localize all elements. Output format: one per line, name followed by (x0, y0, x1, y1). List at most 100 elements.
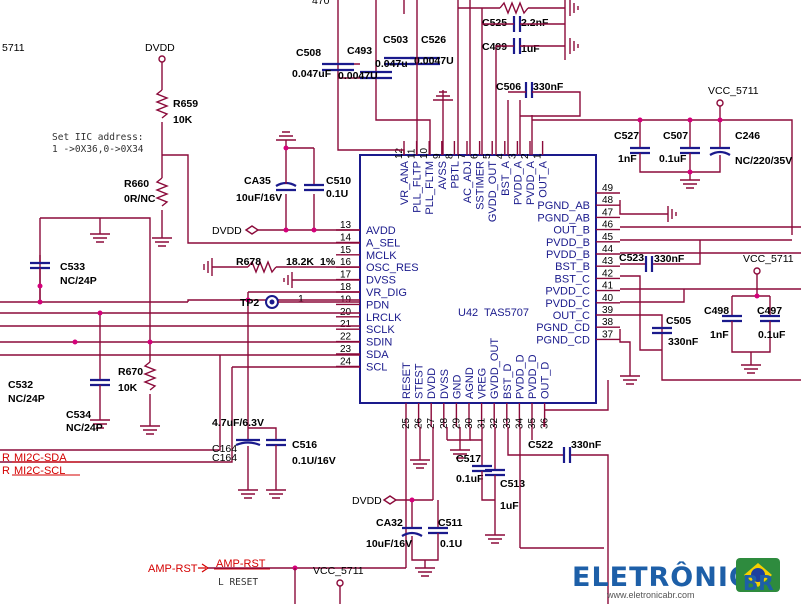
pin-label: SSTIMER (475, 161, 487, 210)
net-amp-rst2: AMP-RST (216, 558, 266, 570)
junction (283, 227, 289, 233)
net-dvdd-bottom: DVDD (352, 495, 382, 507)
cap-c513 (485, 468, 505, 477)
pin-label: VR_ANA (399, 160, 411, 205)
ca35-ref: CA35 (244, 175, 271, 187)
c517-value: 0.1uF (456, 473, 484, 485)
junction (37, 299, 43, 305)
pin-label: VREG (477, 368, 489, 399)
c534-value: NC/24P (66, 422, 103, 434)
ic-ref: U42 (458, 307, 478, 319)
wire (337, 0, 405, 155)
power-node-vcc (336, 579, 344, 587)
wire (731, 274, 771, 316)
ic-body-u42 (359, 154, 597, 404)
wire (411, 533, 439, 568)
c510-value: 0.1U (326, 188, 348, 200)
power-node-vcc (716, 99, 724, 107)
wire (639, 120, 721, 148)
pin-number: 11 (407, 148, 418, 159)
pin-number: 1 (533, 153, 544, 159)
c164-ref2: C164 (212, 452, 237, 464)
pin-label: OUT_B (553, 225, 590, 237)
pin-number: 7 (457, 153, 468, 159)
pin-label: PVDD_A (512, 160, 524, 205)
c525-value: 2.2nF (521, 17, 549, 29)
pin-label: PGND_CD (536, 334, 590, 346)
net-l-reset: L RESET (218, 577, 258, 588)
net-dvdd-left: DVDD (212, 225, 242, 237)
pin-number: 31 (477, 417, 488, 429)
net-cut-left1: 5711 (2, 42, 25, 54)
pin-label: AVDD (366, 225, 396, 237)
net-underline (12, 461, 80, 476)
cap-c506 (524, 82, 534, 98)
pin-label: AVSS (437, 161, 449, 190)
net-cut-top: 470 (312, 0, 330, 7)
wire (470, 427, 483, 466)
c534-ref: C534 (66, 409, 91, 421)
pin-number: 40 (602, 293, 614, 304)
pin-number: 9 (432, 153, 443, 159)
pin-number: 38 (602, 317, 614, 328)
c499-value: 1uF (521, 43, 540, 55)
pin-label: GND (451, 375, 463, 400)
c508-value: 0.047uF (292, 68, 332, 80)
c507-ref: C507 (663, 130, 688, 142)
r678-value: 18.2K (286, 256, 314, 268)
pin-label: OSC_RES (366, 262, 419, 274)
pin-number: 3 (507, 153, 518, 159)
pin-label: PVDD_D (514, 354, 526, 399)
junction (283, 145, 289, 151)
ground-symbol (741, 364, 761, 374)
ca32-ref: CA32 (376, 517, 403, 529)
ground-symbol (90, 419, 110, 429)
c508-ref: C508 (296, 47, 321, 59)
note-line2: 1 ->0X36,0->0X34 (52, 144, 144, 155)
pin-number: 21 (340, 319, 352, 330)
pin-label: VR_DIG (366, 287, 407, 299)
c498-ref: C498 (704, 305, 729, 317)
pin-label: LRCLK (366, 312, 402, 324)
resistor-r660 (155, 177, 169, 207)
net-frag-r2: R (2, 465, 10, 477)
pin-label: OUT_D (540, 362, 552, 399)
pin-number: 48 (602, 195, 614, 206)
pin-number: 42 (602, 268, 614, 279)
c523-ref: C523 (619, 252, 644, 264)
c164-value: 4.7uF/6.3V (212, 417, 264, 429)
c517-ref: C517 (456, 453, 481, 465)
junction (687, 117, 693, 123)
wire (508, 91, 581, 117)
resistor-r678 (247, 260, 277, 274)
net-vcc-bottom: VCC_5711 (313, 565, 364, 577)
ground-symbol (569, 38, 579, 54)
cap-c164-plate2 (235, 441, 261, 447)
junction (687, 169, 693, 175)
c246-value: NC/220/35V (735, 155, 792, 167)
testpoint-dot (269, 299, 275, 305)
flag-globe-icon (751, 568, 765, 582)
c497-ref: C497 (757, 305, 782, 317)
resistor-r659 (155, 89, 169, 119)
c526-value: 0.0047U (414, 55, 454, 67)
wire (620, 275, 641, 316)
ground-symbol (276, 131, 296, 141)
ground-symbol (680, 179, 700, 189)
pin-number: 24 (340, 356, 352, 367)
c525-ref: C525 (482, 17, 507, 29)
resistor-top (499, 1, 529, 15)
tp2-pin: 1 (298, 293, 304, 305)
pin-number: 34 (514, 417, 525, 429)
pin-label: PGND_AB (537, 200, 590, 212)
pin-label: PVDD_B (546, 237, 590, 249)
ground-symbol (238, 489, 258, 499)
pin-number: 2 (520, 153, 531, 159)
ground-symbol (410, 459, 430, 469)
wire (731, 321, 771, 365)
wire (619, 200, 668, 215)
pin-number: 18 (340, 282, 352, 293)
resistor-r670 (143, 361, 157, 391)
pin-label: STEST (414, 363, 426, 399)
